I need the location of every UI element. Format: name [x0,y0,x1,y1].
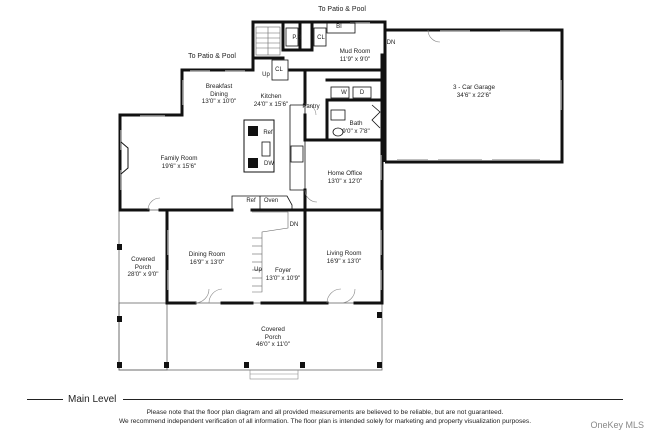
room-name: Living Room [326,250,362,257]
room-name: Covered Porch [261,326,285,341]
room-family: Family Room 19'6" x 15'6" [160,155,197,170]
walls [118,20,387,305]
room-dims: 24'0" x 15'6" [253,100,289,108]
room-name: Dining Room [188,251,226,258]
down-label-foyer: DN [289,222,299,228]
up-label-foyer: Up [254,267,262,273]
patio-label-top: To Patio & Pool [318,6,366,13]
dryer-label: D [359,90,365,96]
room-dims: 28'0" x 9'0" [127,271,159,278]
disclaimer-line-2: We recommend independent verification of… [118,418,532,425]
room-office: Home Office 13'0" x 12'0" [328,170,363,185]
patio-label-left: To Patio & Pool [188,53,236,60]
room-breakfast: Breakfast Dining 13'0" x 10'0" [202,83,237,106]
room-name: Kitchen [260,93,282,100]
mud-fixtures [271,22,356,81]
room-front-porch: Covered Porch 46'0" x 11'0" [256,326,290,349]
room-dims: 19'6" x 15'6" [161,162,197,170]
windows [120,22,562,290]
level-title: Main Level [68,394,117,405]
room-dims: 9'0" x 7'8" [342,127,370,135]
fireplace [120,141,129,175]
doors [147,29,441,304]
pantry-label: Pantry [302,104,320,110]
room-name: Bath [349,120,363,127]
brand-watermark: OneKey MLS [590,420,644,430]
dishwasher-label: DW [264,161,274,167]
built-in-label: BI [336,24,342,30]
disclaimer-line-1: Please note that the floor plan diagram … [146,409,504,416]
kitchen-island [243,119,275,173]
disclaimer: Please note that the floor plan diagram … [0,408,650,426]
room-name: Foyer [274,267,292,274]
room-dining: Dining Room 16'9" x 13'0" [189,251,225,266]
bath-fixtures [330,86,381,137]
room-side-porch: Covered Porch 28'0" x 9'0" [127,256,158,279]
pr-label: P.R [292,35,302,41]
room-dims: 16'9" x 13'0" [326,257,362,265]
room-foyer: Foyer 13'0" x 10'9" [266,267,301,282]
room-mud: Mud Room 11'9" x 9'0" [340,48,371,63]
room-name: Mud Room [339,48,371,55]
appliance-block [231,195,293,210]
down-label-mud: DN [386,40,396,46]
room-dims: 16'9" x 13'0" [189,258,225,266]
room-dims: 13'0" x 12'0" [327,177,363,185]
closet-label-kitchen: CL [275,67,283,73]
fridge-label-lower: Ref [246,198,256,204]
room-name: Family Room [160,155,198,162]
up-label-kitchen: Up [262,72,270,78]
oven-label: Oven [263,198,279,204]
room-living: Living Room 16'9" x 13'0" [327,250,362,265]
room-dims: 34'6" x 22'6" [456,91,492,99]
porch-outline [118,209,383,371]
room-dims: 11'9" x 9'0" [339,55,371,63]
room-dims: 13'0" x 10'9" [265,274,301,282]
washer-label: W [341,90,347,96]
front-steps [249,369,299,380]
footer-rule-left [27,399,63,400]
room-dims: 46'0" x 11'0" [255,341,291,348]
room-name: Home Office [327,170,363,177]
stairs [252,26,289,293]
room-name: 3 - Car Garage [453,84,495,91]
room-dims: 13'0" x 10'0" [201,98,237,105]
porch-posts [117,244,382,368]
kitchen-counter [289,104,306,191]
room-name: Breakfast Dining [205,83,233,98]
fridge-label-island: Ref [263,130,273,136]
footer-rule-right [123,399,623,400]
room-kitchen: Kitchen 24'0" x 15'6" [254,93,289,108]
closet-label-top: CL [317,35,325,41]
room-name: Covered Porch [131,256,155,271]
room-bath: Bath 9'0" x 7'8" [342,120,370,135]
room-garage: 3 - Car Garage 34'6" x 22'6" [453,84,495,99]
